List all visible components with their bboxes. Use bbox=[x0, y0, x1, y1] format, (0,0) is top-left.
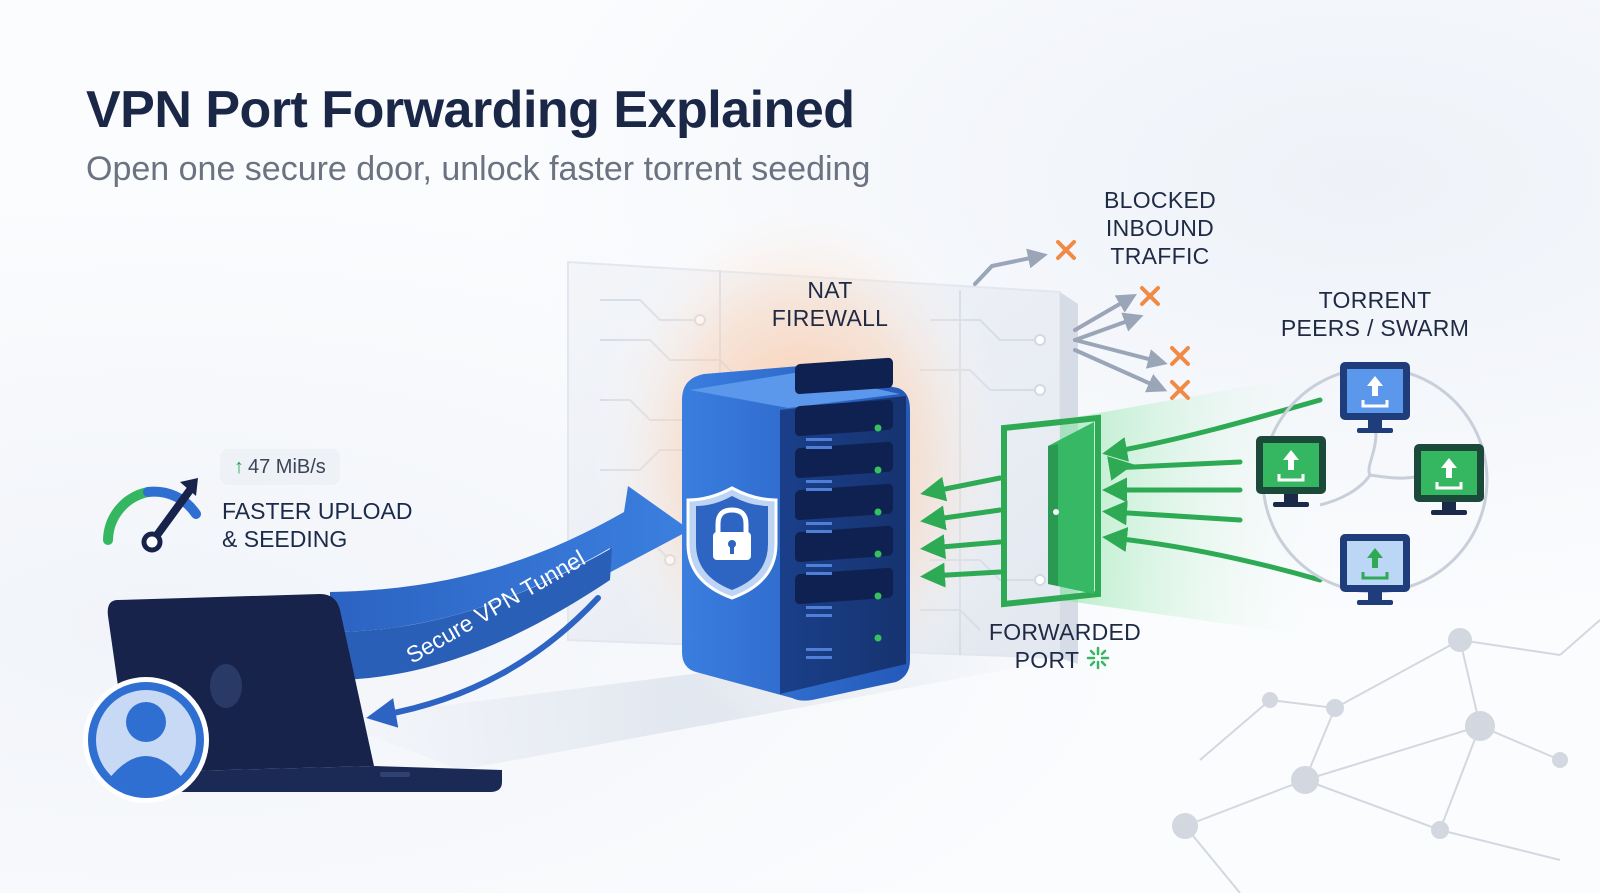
blocked-traffic-label: BLOCKED INBOUND TRAFFIC bbox=[1090, 186, 1230, 270]
secure-vpn-tunnel bbox=[330, 486, 690, 680]
forwarded-port-label: FORWARDED PORT bbox=[980, 618, 1150, 674]
network-mesh bbox=[1172, 619, 1600, 893]
faster-upload-label: FASTER UPLOAD & SEEDING bbox=[222, 497, 412, 553]
nat-line-2: FIREWALL bbox=[771, 305, 889, 331]
arrow-up-icon: ↑ bbox=[234, 456, 244, 478]
open-door-icon bbox=[1001, 414, 1101, 608]
blocked-line-2: INBOUND bbox=[1105, 215, 1215, 241]
return-arrow bbox=[366, 595, 601, 728]
upload-line-1: FASTER UPLOAD bbox=[222, 498, 413, 524]
forwarded-line-1: FORWARDED bbox=[988, 619, 1142, 645]
blocked-line-3: TRAFFIC bbox=[1110, 243, 1210, 269]
user-avatar-icon bbox=[83, 677, 209, 803]
server-drawers bbox=[795, 357, 893, 659]
upload-line-2: & SEEDING bbox=[222, 526, 348, 552]
nat-firewall-label: NAT FIREWALL bbox=[770, 276, 890, 332]
shield-lock-icon bbox=[686, 486, 778, 600]
monitor-upload-icon bbox=[1256, 362, 1484, 605]
peers-line-1: TORRENT bbox=[1318, 287, 1432, 313]
forwarded-line-2: PORT bbox=[1014, 647, 1080, 673]
forwarded-arrows-left bbox=[920, 475, 1003, 588]
sparkle-icon bbox=[1086, 646, 1110, 670]
page-subtitle: Open one secure door, unlock faster torr… bbox=[86, 150, 871, 188]
nat-line-1: NAT bbox=[807, 277, 853, 303]
server-rack-icon bbox=[682, 357, 910, 701]
peers-line-2: PEERS / SWARM bbox=[1280, 315, 1470, 341]
torrent-peers-label: TORRENT PEERS / SWARM bbox=[1270, 286, 1480, 342]
speed-badge: ↑47 MiB/s bbox=[220, 449, 340, 485]
blocked-line-1: BLOCKED bbox=[1103, 187, 1217, 213]
blocked-arrows bbox=[973, 248, 1168, 393]
page-title: VPN Port Forwarding Explained bbox=[86, 81, 855, 139]
speed-value: 47 MiB/s bbox=[248, 456, 326, 478]
forwarded-arrows-right bbox=[1102, 397, 1323, 583]
x-mark-icon bbox=[1056, 240, 1190, 400]
speedometer-icon bbox=[103, 478, 201, 553]
